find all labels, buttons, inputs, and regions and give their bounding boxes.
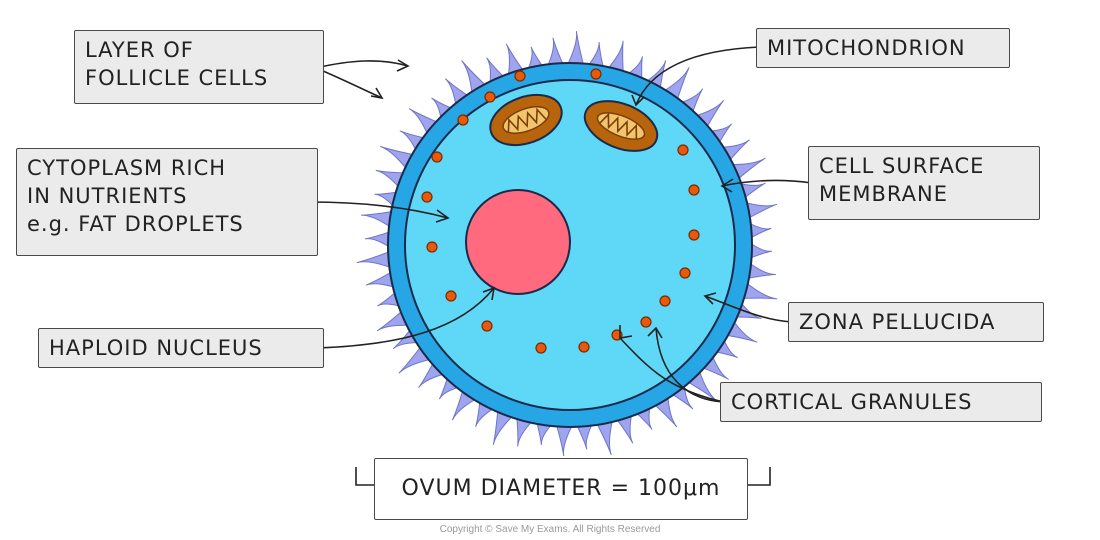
cortical-granule [426,241,438,253]
follicle-cell [365,230,394,250]
cortical-granule [640,316,652,328]
leader-cortical-2 [619,337,725,403]
label-haploid-nucleus: HAPLOID NUCLEUS [38,328,324,368]
diameter-bracket-right [748,467,771,486]
label-follicle-line-1: LAYER OF [85,38,194,62]
label-follicle-cells: LAYER OF FOLLICLE CELLS [74,30,324,104]
leader-cortical-1 [655,327,725,403]
cortical-granules [421,68,700,354]
follicle-cell [356,249,395,270]
cortical-granule [688,184,700,196]
label-cytoplasm-line-3: e.g. FAT DROPLETS [27,212,244,236]
label-membrane-line-2: MEMBRANE [819,182,948,206]
label-mitochondrion-line-1: MITOCHONDRION [767,36,966,60]
label-membrane-line-1: CELL SURFACE [819,154,985,178]
label-zona-pellucida: ZONA PELLUCIDA [788,302,1044,342]
cortical-granule [590,68,602,80]
follicle-cell [705,123,732,147]
follicle-cell [594,417,614,456]
cortical-granule [578,341,590,353]
ovum-diameter-label: OVUM DIAMETER = 100μm [374,458,748,520]
leader-membrane [721,179,813,187]
label-cell-surface-membrane: CELL SURFACE MEMBRANE [808,146,1040,220]
follicle-cell [711,335,738,359]
follicle-cell [742,201,778,221]
follicle-cell [555,421,575,456]
arrow-heads [370,59,734,339]
label-cortical-granules: CORTICAL GRANULES [720,382,1042,422]
leader-nucleus [317,287,495,349]
leader-lines [309,46,813,486]
mitochondrion-left [489,93,563,147]
cortical-granule [659,295,671,307]
cortical-granule [484,91,496,103]
leader-cytoplasm [309,201,449,219]
follicle-cell [746,240,772,260]
cortical-granule [431,151,443,163]
cortical-granule [688,229,700,241]
follicle-cell [438,374,463,400]
label-follicle-line-2: FOLLICLE CELLS [85,66,269,90]
leader-zona [704,295,793,323]
leader-mitochondrion [635,46,761,106]
follicle-cell [361,210,396,230]
follicle-cell [574,420,595,450]
follicle-cell [365,269,398,289]
haploid-nucleus [465,189,571,295]
cortical-granule [535,342,547,354]
follicle-cell [739,280,778,300]
follicle-cell [545,37,566,70]
label-zona-line-1: ZONA PELLUCIDA [799,310,996,334]
label-cytoplasm-line-2: IN NUTRIENTS [27,184,188,208]
cortical-granule [514,70,526,82]
follicle-cell [565,31,585,69]
copyright-notice: Copyright © Save My Exams. All Rights Re… [439,524,661,535]
mitochondrion-right [583,100,659,152]
label-cytoplasm: CYTOPLASM RICH IN NUTRIENTS e.g. FAT DRO… [16,148,318,256]
cortical-granule [679,267,691,279]
leader-follicle-2 [315,67,383,99]
label-cytoplasm-line-1: CYTOPLASM RICH [27,156,227,180]
label-nucleus-line-1: HAPLOID NUCLEUS [49,336,263,360]
cortical-granule [421,191,433,203]
cortical-granule [457,114,469,126]
follicle-cell [431,97,456,123]
cortical-granule [481,320,493,332]
label-cortical-line-1: CORTICAL GRANULES [731,390,973,414]
cortical-granule [677,144,689,156]
label-mitochondrion: MITOCHONDRION [756,28,1010,68]
cortical-granule [445,290,457,302]
leader-follicle-1 [315,60,409,69]
follicle-cell [744,260,776,280]
diameter-bracket-left [355,467,374,486]
